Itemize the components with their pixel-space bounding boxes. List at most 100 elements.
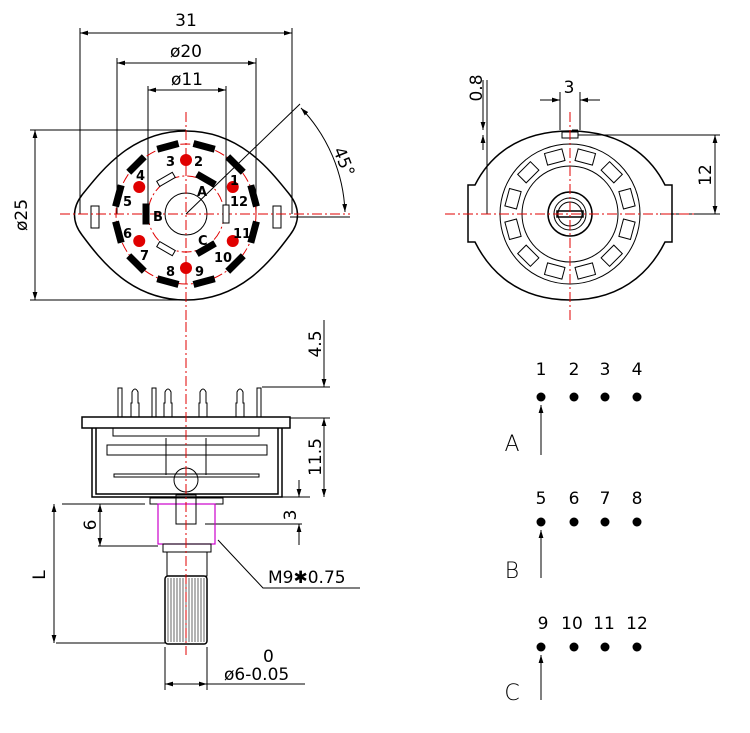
rear-rib <box>543 262 566 280</box>
terminal-label-2: 2 <box>194 155 203 170</box>
rear-rib <box>600 160 624 184</box>
dim-31: 31 <box>175 11 197 31</box>
contact-label: 10 <box>561 614 583 634</box>
terminal-label-6: 6 <box>123 227 132 242</box>
terminal-lug <box>247 220 260 244</box>
dim-0-8: 0.8 <box>467 74 487 101</box>
terminal-lug <box>247 184 260 208</box>
rear-rib <box>543 148 566 166</box>
dim-dia25: ø25 <box>12 199 32 231</box>
rear-rib <box>618 218 636 241</box>
mount-slot-left <box>90 205 100 229</box>
terminal-lug <box>225 154 246 175</box>
dim-dia11: ø11 <box>171 70 203 90</box>
pole-a: A <box>504 432 519 457</box>
contact-label: 11 <box>593 614 615 634</box>
terminal-lug <box>225 253 246 274</box>
contact-dot <box>632 517 642 527</box>
dim-angle: 45° <box>328 144 358 179</box>
dim-L: L <box>30 570 50 580</box>
terminal-label-5: 5 <box>123 195 132 210</box>
terminal-dot <box>133 181 146 193</box>
terminal-label-8: 8 <box>166 265 175 280</box>
dim-6: 6 <box>81 520 101 531</box>
pole-label-c: C <box>198 234 208 249</box>
dim-dia20: ø20 <box>170 42 202 62</box>
contact-label: 5 <box>536 489 547 509</box>
terminal-lug <box>112 220 125 244</box>
terminal-dot <box>226 235 239 247</box>
rear-rib <box>504 187 522 210</box>
terminal-dot <box>133 235 146 247</box>
contact-label: 4 <box>632 360 643 380</box>
terminal-pin <box>151 387 157 418</box>
contact-dot <box>600 517 610 527</box>
terminal-label-9: 9 <box>195 265 204 280</box>
rear-view: 0.8 3 12 <box>445 74 720 322</box>
contact-label: 3 <box>600 360 611 380</box>
rear-rib <box>574 148 597 166</box>
terminal-label-10: 10 <box>214 251 232 266</box>
rotor-plate <box>106 444 268 456</box>
contact-label: 7 <box>600 489 611 509</box>
shaft-tolerance: 0 <box>263 647 274 667</box>
contact-dot <box>536 517 546 527</box>
terminal-lug <box>126 154 147 175</box>
contact-label: 2 <box>569 360 580 380</box>
rotor-slot <box>156 240 176 257</box>
terminal-label-12: 12 <box>230 195 248 210</box>
terminal-label-11: 11 <box>233 227 251 242</box>
pole-label-b: B <box>153 210 163 225</box>
dim-3-side: 3 <box>281 510 301 521</box>
terminal-pin <box>130 388 140 417</box>
terminal-lug <box>156 275 180 288</box>
contact-dot <box>600 642 610 652</box>
terminal-pin <box>235 388 245 417</box>
contact-dot <box>569 642 579 652</box>
rear-rib <box>618 187 636 210</box>
terminal-pin <box>198 388 208 417</box>
terminal-dot <box>226 181 239 193</box>
contact-dot <box>600 392 610 402</box>
rotor-slot <box>156 171 176 188</box>
terminal-lug <box>126 253 147 274</box>
shaft-diameter: ø6-0.05 <box>224 665 289 685</box>
terminal-label-4: 4 <box>136 169 145 184</box>
rear-rib <box>516 160 540 184</box>
contact-dot <box>569 392 579 402</box>
contact-dot <box>632 392 642 402</box>
terminal-label-3: 3 <box>166 155 175 170</box>
rotor-contact <box>142 203 150 225</box>
contact-dot <box>536 392 546 402</box>
rear-rib <box>600 244 624 268</box>
terminal-lug <box>156 140 180 153</box>
contact-label: 9 <box>538 614 549 634</box>
rotor-contact <box>195 240 217 257</box>
terminal-dot <box>180 262 192 274</box>
rotor-slot <box>222 204 230 224</box>
top-view: 31 ø20 ø11 ø25 45° 1 2 3 4 5 6 7 8 9 10 … <box>12 11 358 322</box>
dim-12: 12 <box>696 164 716 186</box>
terminal-label-1: 1 <box>230 174 239 189</box>
rear-rib <box>516 244 540 268</box>
contact-label: 6 <box>569 489 580 509</box>
contact-label: 12 <box>626 614 648 634</box>
contact-schematic: 1 2 3 4 A 5 6 7 8 B 9 10 11 12 C <box>504 360 648 706</box>
terminal-lug <box>112 184 125 208</box>
contact-dot <box>632 642 642 652</box>
dim-3-rear: 3 <box>564 78 575 98</box>
rear-rib <box>574 262 597 280</box>
side-view: 4.5 11.5 3 6 L M9✱0.75 0 ø6-0.05 <box>30 320 360 690</box>
contact-label: 1 <box>536 360 547 380</box>
terminal-lug <box>192 140 216 153</box>
pole-label-a: A <box>197 185 207 200</box>
terminal-pin <box>163 388 173 417</box>
contact-label: 8 <box>632 489 643 509</box>
terminal-label-7: 7 <box>140 249 149 264</box>
terminal-pin <box>117 387 123 418</box>
contact-dot <box>569 517 579 527</box>
mount-slot-right <box>272 205 282 229</box>
contact-dot <box>536 642 546 652</box>
terminal-pin <box>256 387 262 418</box>
